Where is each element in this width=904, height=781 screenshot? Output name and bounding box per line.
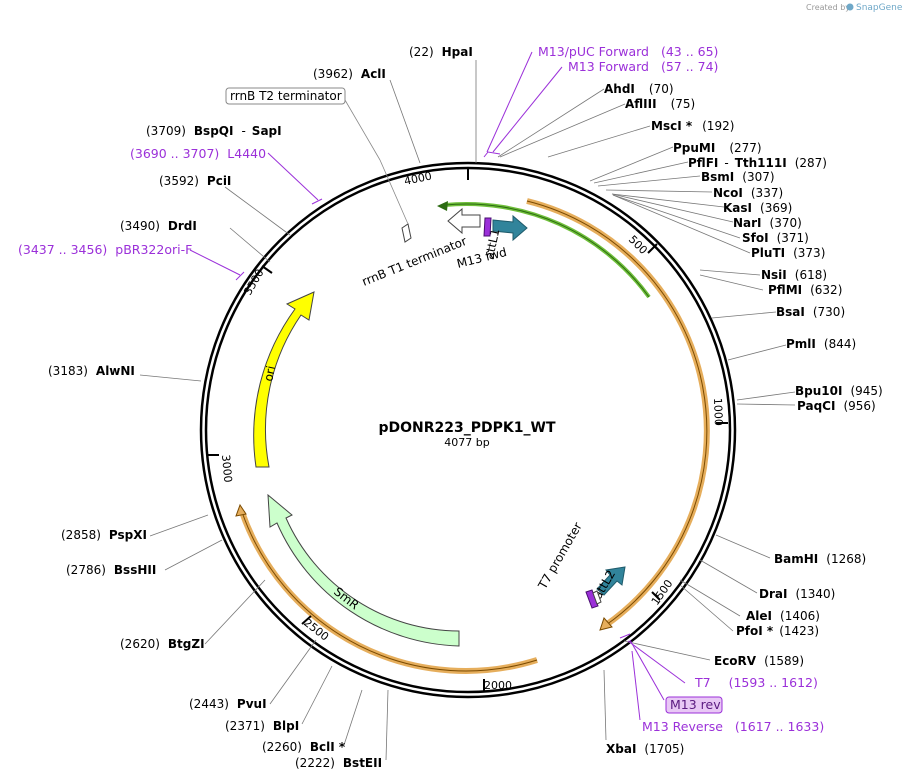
primer-pbr322ori-f: (3437 .. 3456)pBR322ori-F bbox=[18, 242, 192, 257]
enzyme-pmli: PmlI(844) bbox=[786, 337, 856, 351]
rrnb-t1-label: rrnB T1 terminator bbox=[360, 234, 469, 289]
enzyme-hpai: (22)HpaI bbox=[409, 45, 473, 59]
t7-promoter-feature bbox=[592, 590, 602, 605]
credit-prefix: Created by bbox=[806, 3, 850, 12]
green-arc-line bbox=[444, 203, 650, 298]
enzyme-nsii: NsiI(618) bbox=[761, 268, 827, 282]
enzyme-blpi: (2371)BlpI bbox=[225, 719, 299, 733]
enzyme-leaders bbox=[139, 60, 796, 761]
plasmid-name: pDONR223_PDPK1_WT bbox=[379, 420, 556, 436]
smr-feature bbox=[267, 493, 460, 647]
enzyme-drai: DraI(1340) bbox=[759, 587, 835, 601]
enzyme-ncoi: NcoI(337) bbox=[713, 186, 783, 200]
rrnb-t2-box bbox=[225, 87, 346, 105]
enzyme-bsai: BsaI(730) bbox=[776, 305, 845, 319]
enzyme-pcii: (3592)PciI bbox=[159, 174, 231, 188]
orf-arc-right-head bbox=[599, 617, 613, 631]
tick-marks bbox=[207, 168, 728, 691]
enzyme-pluti: PluTI(373) bbox=[751, 246, 825, 260]
rrnb-t2-feature bbox=[401, 223, 412, 243]
primer-l4440: (3690 .. 3707)L4440 bbox=[130, 146, 266, 161]
enzyme-pflmi: PflMI(632) bbox=[768, 283, 842, 297]
enzyme-bsteii: (2222)BstEII bbox=[295, 756, 382, 770]
rrnb-t2-leader-2 bbox=[344, 99, 381, 161]
enzyme-bamhi: BamHI(1268) bbox=[774, 552, 866, 566]
attl1-feature bbox=[492, 214, 528, 242]
orf-arc-left-line bbox=[241, 511, 538, 672]
primer-m13-puc-forward: M13/pUC Forward(43 .. 65) bbox=[538, 44, 718, 59]
enzyme-pfoi: PfoI *(1423) bbox=[736, 624, 819, 638]
primer-m13-reverse: M13 Reverse(1617 .. 1633) bbox=[642, 719, 824, 734]
enzyme-nari: NarI(370) bbox=[733, 216, 802, 230]
enzyme-drdi: (3490)DrdI bbox=[120, 219, 197, 233]
enzyme-bspqi: (3709)BspQI-SapI bbox=[146, 124, 282, 138]
enzyme-ppumi: PpuMI(277) bbox=[673, 141, 762, 155]
rrnb-t1-feature bbox=[447, 207, 481, 235]
orf-arc-left-head bbox=[235, 503, 247, 517]
tick-label-2000: 2000 bbox=[484, 679, 512, 692]
enzyme-afliii: AflIII(75) bbox=[625, 97, 695, 111]
backbone-outer bbox=[199, 161, 737, 699]
primer-t7: T7(1593 .. 1612) bbox=[694, 675, 818, 690]
credit-brand: SnapGene bbox=[856, 3, 903, 13]
plasmid-length: 4077 bp bbox=[444, 436, 489, 449]
tick-label-4000: 4000 bbox=[403, 169, 433, 188]
t7-promoter-label: T7 promoter bbox=[535, 520, 585, 592]
primer-m13-rev-box bbox=[665, 696, 723, 714]
green-arc-head bbox=[437, 201, 448, 211]
m13-fwd-feature bbox=[483, 217, 492, 237]
m13-rev-feature bbox=[585, 589, 599, 609]
snapgene-logo-icon bbox=[846, 3, 854, 11]
enzyme-pspxi: (2858)PspXI bbox=[61, 528, 147, 542]
enzyme-msci: MscI *(192) bbox=[651, 119, 734, 133]
enzyme-pflfi: PflFI-Tth111I(287) bbox=[688, 156, 827, 170]
primer-m13-forward: M13 Forward(57 .. 74) bbox=[568, 59, 718, 74]
enzyme-bcli: (2260)BclI * bbox=[262, 740, 346, 754]
tick-label-1000: 1000 bbox=[711, 398, 725, 426]
primer-leaders bbox=[189, 51, 686, 721]
orf-arc-right-line bbox=[526, 200, 708, 626]
enzyme-bsmi: BsmI(307) bbox=[701, 170, 775, 184]
enzyme-btgzi: (2620)BtgZI bbox=[120, 637, 205, 651]
enzyme-pvui: (2443)PvuI bbox=[189, 697, 267, 711]
enzyme-kasi: KasI(369) bbox=[723, 201, 792, 215]
enzyme-alwni: (3183)AlwNI bbox=[48, 364, 135, 378]
enzyme-bpu10i: Bpu10I(945) bbox=[795, 384, 883, 398]
rrnb-t2-label: rrnB T2 terminator bbox=[230, 89, 342, 103]
enzyme-acli: (3962)AclI bbox=[313, 67, 386, 81]
enzyme-ecorv: EcoRV(1589) bbox=[714, 654, 804, 668]
ori-feature bbox=[253, 291, 315, 468]
attl2-feature bbox=[596, 566, 626, 596]
enzyme-ahdi: AhdI(70) bbox=[604, 82, 674, 96]
enzyme-bsshii: (2786)BssHII bbox=[66, 563, 156, 577]
enzyme-xbai: XbaI(1705) bbox=[606, 742, 684, 756]
enzyme-alei: AleI(1406) bbox=[746, 609, 820, 623]
tick-label-3000: 3000 bbox=[219, 454, 234, 483]
primer-m13-rev: M13 rev bbox=[670, 697, 721, 712]
ori-label: ori bbox=[261, 364, 278, 382]
rrnb-t2-leader bbox=[379, 159, 409, 225]
enzyme-sfoi: SfoI(371) bbox=[742, 231, 809, 245]
enzyme-paqci: PaqCI(956) bbox=[797, 399, 876, 413]
